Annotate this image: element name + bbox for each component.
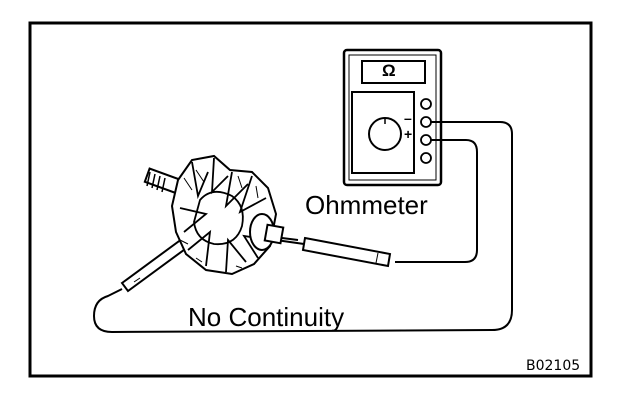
left-probe-grip-line [133,277,141,283]
ohmmeter-jack-1 [420,98,432,110]
ohmmeter-case [342,48,443,187]
right-test-probe [275,236,392,268]
result-label: No Continuity [188,302,345,332]
negative-lead-wire [92,121,513,334]
positive-lead-wire [395,139,478,263]
negative-terminal-label: – [404,110,412,126]
ohmmeter [342,48,443,187]
ohm-symbol: Ω [382,61,396,80]
slip-ring [263,223,285,245]
ohmmeter-jack-positive [420,134,432,146]
alternator-rotor [143,154,299,276]
ohmmeter-dial-panel [351,91,415,174]
positive-terminal-label: + [404,126,413,142]
figure-code: B02105 [526,358,581,374]
test-leads [92,121,513,334]
ohmmeter-jack-negative [420,116,432,128]
ohmmeter-case-inner [348,54,437,181]
right-probe-grip-line [375,252,379,264]
rotor-shaft-right [281,237,299,241]
ohmmeter-label: Ohmmeter [305,190,428,220]
right-probe-handle [301,236,392,268]
rotor-shading [179,169,269,269]
figure-frame [28,21,593,378]
shaft-threads [146,171,166,193]
ohmmeter-display [361,60,426,84]
ohmmeter-jack-4 [420,152,432,164]
